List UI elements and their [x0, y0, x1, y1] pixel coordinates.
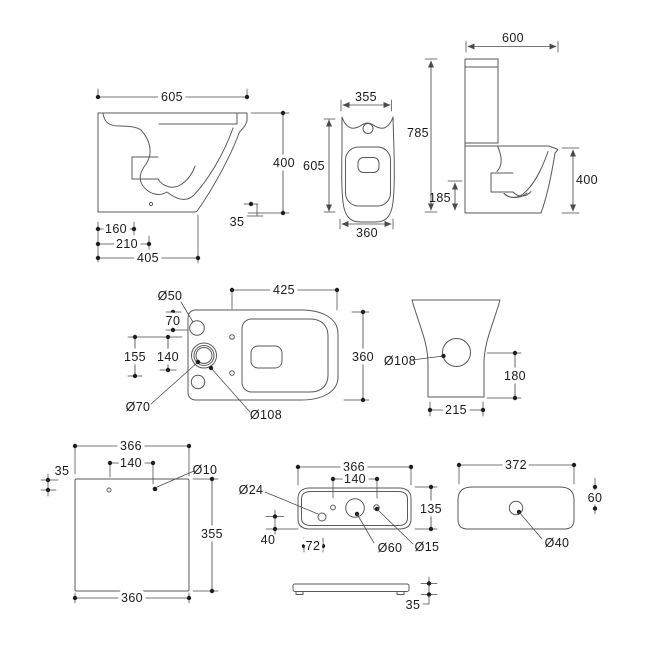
dim-cistern-height: 355 [201, 527, 223, 541]
dim-wc-depth: 600 [502, 31, 524, 45]
outlet-hole [442, 338, 471, 367]
dim-bottom-depth: 135 [420, 502, 442, 516]
fixing-hole [148, 201, 154, 207]
seat-opening-inner [357, 157, 380, 173]
dim-pan-side-floor-gap: 35 [230, 215, 245, 229]
view-cistern-front: 366 140 35 Ø10 355 360 [40, 436, 226, 609]
small-hole [330, 504, 336, 511]
outlet-inner [195, 347, 213, 364]
pan-side-dimensions: 605 400 35 160 210 405 [95, 87, 298, 269]
dim-pan-front-top-width: 355 [355, 90, 377, 104]
dim-bottom-width: 366 [343, 460, 365, 474]
dim-plan-fix-b: 140 [157, 350, 179, 364]
dim-pan-side-setout1: 160 [105, 222, 127, 236]
view-pan-rear: Ø108 180 215 [384, 299, 529, 421]
dim-lid-width: 372 [505, 458, 527, 472]
dim-bottom-inlet-hole: Ø24 [239, 483, 264, 497]
dim-rear-outlet-height: 180 [504, 369, 526, 383]
dim-bottom-flush-hole: Ø60 [378, 541, 403, 555]
bolt-hole [229, 370, 235, 376]
dim-cistern-fixing-hole: Ø10 [193, 463, 218, 477]
wc-side-outline [464, 58, 559, 214]
wc-side-dimensions: 600 785 185 400 [407, 31, 598, 214]
view-pan-side: 605 400 35 160 210 405 [95, 87, 298, 269]
view-pan-front: 355 605 360 [299, 90, 395, 240]
dim-bottom-corner-offset: 40 [261, 533, 276, 547]
dim-bottom-fixing-hole: Ø15 [415, 540, 440, 554]
dim-cistern-top-width: 366 [120, 439, 142, 453]
outlet-outer [191, 342, 217, 369]
dim-plan-width: 360 [352, 350, 374, 364]
dim-wc-inlet-height: 185 [429, 191, 451, 205]
pan-front-dimensions: 355 605 360 [299, 90, 394, 240]
button-hole [508, 500, 524, 516]
overflow-hole [106, 487, 112, 493]
dim-cistern-hole-spacing: 140 [120, 456, 142, 470]
dim-pan-side-width: 605 [161, 90, 183, 104]
lid-top-dimensions: 372 60 Ø40 [456, 455, 605, 550]
lid-top-outline [457, 486, 575, 530]
dim-plan-outlet-outer: Ø108 [250, 408, 282, 422]
view-cistern-bottom: 366 140 Ø24 40 72 Ø60 Ø15 135 [239, 457, 446, 613]
dim-cistern-base-width: 360 [121, 591, 143, 605]
dim-plan-outlet-inner: Ø70 [126, 400, 151, 414]
dim-lid-depth: 60 [588, 491, 603, 505]
pan-plan-dimensions: 425 360 Ø50 70 155 140 Ø70 Ø108 [120, 280, 377, 423]
cistern-front-dimensions: 366 140 35 Ø10 355 360 [40, 436, 226, 609]
dim-pan-side-height: 400 [273, 156, 295, 170]
dim-bottom-edge-offset: 72 [306, 539, 321, 553]
dim-pan-front-height: 605 [303, 159, 325, 173]
dim-rear-base-width: 215 [445, 403, 467, 417]
dim-plan-seat-length: 425 [273, 283, 295, 297]
view-wc-side: 600 785 185 400 [407, 31, 598, 214]
pan-plan-outline [187, 309, 339, 401]
seat-opening [345, 146, 391, 207]
dim-plan-supply-offset: 70 [166, 314, 181, 328]
pan-rear-dimensions: Ø108 180 215 [384, 350, 529, 421]
lid-side-outline [292, 583, 410, 595]
hinge-hole [362, 123, 374, 134]
dim-pan-front-base-width: 360 [356, 226, 378, 240]
dim-lid-button-hole: Ø40 [545, 536, 570, 550]
flush-valve-hole [345, 498, 365, 518]
cistern-bottom-outline [297, 487, 412, 530]
pan-front-outline [341, 116, 395, 223]
bolt-hole [229, 334, 235, 340]
lid-side-dimensions: 35 [406, 576, 438, 612]
dim-wc-overall-height: 785 [407, 126, 429, 140]
dim-plan-fix-a: 155 [124, 350, 146, 364]
cistern-front-outline [74, 478, 190, 592]
dim-bottom-hole-spacing: 140 [344, 472, 366, 486]
inlet-hole [317, 512, 327, 522]
supply-hole [189, 320, 205, 336]
pan-rear-outline [411, 299, 501, 398]
dim-lid-height: 35 [406, 598, 421, 612]
view-pan-plan: 425 360 Ø50 70 155 140 Ø70 Ø108 [120, 280, 377, 423]
dim-pan-side-setout2: 210 [116, 237, 138, 251]
pan-side-outline [97, 112, 248, 213]
dim-plan-supply-hole: Ø50 [158, 289, 183, 303]
view-lid-top: 372 60 Ø40 [456, 455, 605, 550]
dim-cistern-hole-offset: 35 [55, 464, 70, 478]
lower-hole [190, 374, 206, 390]
dim-wc-pan-height: 400 [576, 173, 598, 187]
dim-pan-side-depth: 405 [137, 251, 159, 265]
dim-rear-outlet: Ø108 [384, 354, 416, 368]
cistern-bottom-dimensions: 366 140 Ø24 40 72 Ø60 Ø15 135 [239, 457, 446, 557]
